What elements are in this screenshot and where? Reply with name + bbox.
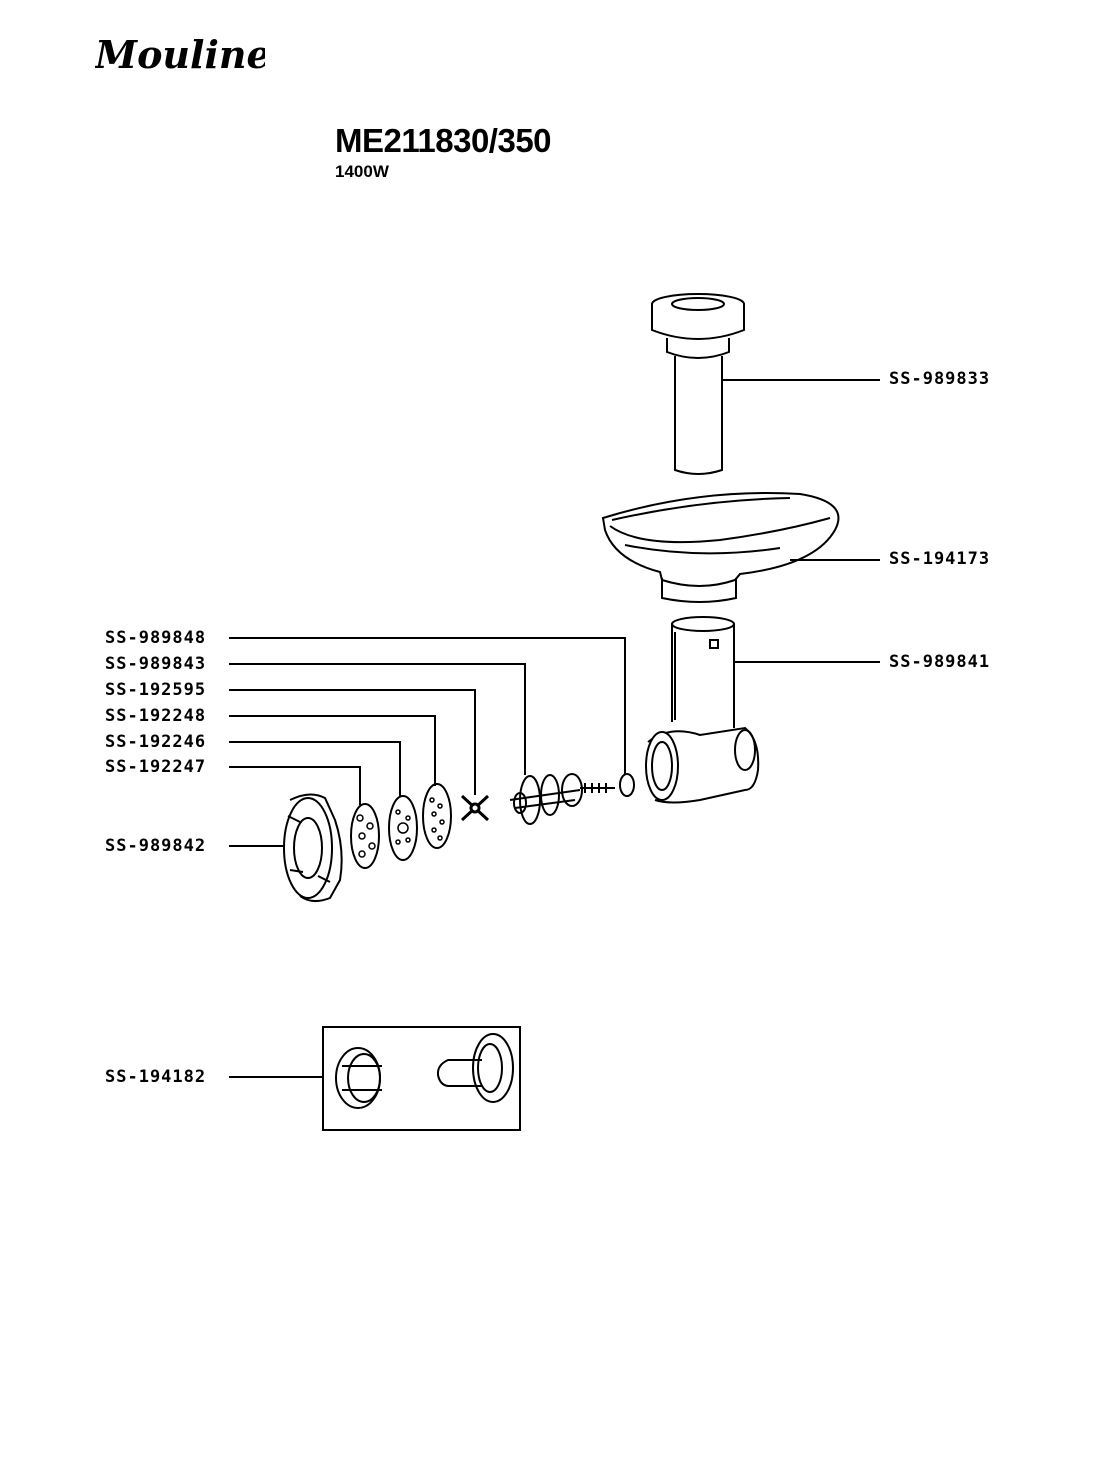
ring-nut-part xyxy=(283,793,343,902)
sausage-accessory-box xyxy=(322,1026,521,1131)
part-label-ss-989841: SS-989841 xyxy=(889,652,991,672)
model-number: ME211830/350 xyxy=(335,122,552,159)
worm-screw-part xyxy=(509,773,615,825)
power-rating: 1400W xyxy=(335,162,389,181)
part-label-ss-194182: SS-194182 xyxy=(105,1067,207,1087)
grid-disc-medium-part xyxy=(388,795,418,861)
svg-text:Moulinex: Moulinex xyxy=(95,32,265,77)
part-label-ss-192595: SS-192595 xyxy=(105,680,207,700)
cross-blade-part xyxy=(460,794,490,822)
part-label-ss-989843: SS-989843 xyxy=(105,654,207,674)
leader-lines xyxy=(229,379,880,1078)
part-label-ss-192247: SS-192247 xyxy=(105,757,207,777)
tray-part xyxy=(601,492,840,603)
part-label-ss-192248: SS-192248 xyxy=(105,706,207,726)
grid-disc-coarse-part xyxy=(350,803,380,869)
grinder-body-part xyxy=(645,616,760,804)
part-label-ss-989848: SS-989848 xyxy=(105,628,207,648)
grid-disc-fine-part xyxy=(422,783,452,849)
part-label-ss-192246: SS-192246 xyxy=(105,732,207,752)
part-label-ss-194173: SS-194173 xyxy=(889,549,991,569)
moulinex-logo: Moulinex xyxy=(95,32,265,77)
part-label-ss-989842: SS-989842 xyxy=(105,836,207,856)
part-label-ss-989833: SS-989833 xyxy=(889,369,991,389)
pusher-part xyxy=(651,293,745,475)
ring-part xyxy=(619,773,635,797)
